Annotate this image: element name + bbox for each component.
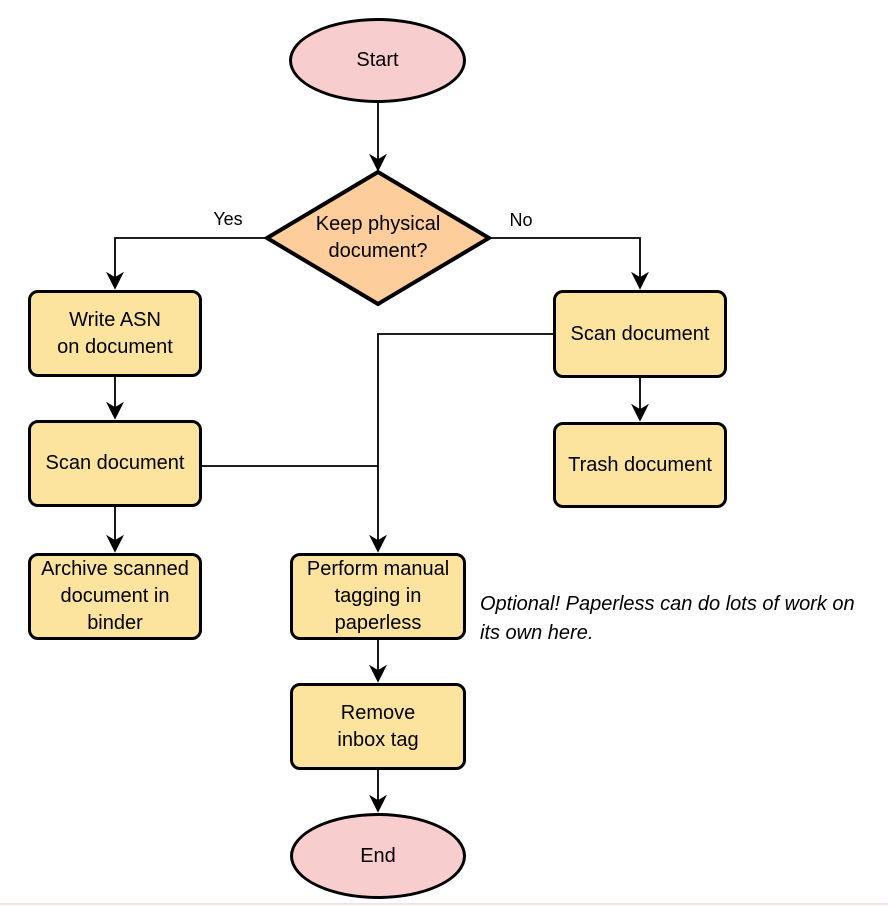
node-perform-label-line1: Perform manual (306, 558, 450, 580)
node-decision-label-line2: document? (328, 240, 428, 262)
node-archive-binder: Archive scanned document in binder (28, 553, 202, 640)
node-write-asn-label-line2: on document (57, 335, 173, 358)
optional-note: Optional! Paperless can do lots of work … (480, 590, 855, 648)
node-decision-label-line1: Keep physical (315, 213, 441, 235)
edge-decision-no (489, 237, 649, 290)
node-archive-label-line3: binder (87, 612, 143, 634)
optional-note-line2: its own here. (480, 622, 594, 644)
page-bottom-divider (0, 903, 888, 905)
node-remove-inbox-tag: Remove inbox tag (290, 683, 466, 770)
node-scan-document-left: Scan document (28, 420, 202, 507)
node-write-asn: Write ASN on document (28, 290, 202, 377)
node-start-label: Start (356, 49, 399, 71)
edge-label-yes: Yes (213, 209, 243, 229)
node-end-label: End (360, 844, 396, 867)
node-trash-document: Trash document (553, 422, 727, 508)
node-write-asn-label-line1: Write ASN (69, 308, 161, 331)
node-perform-label-line3: paperless (334, 612, 422, 634)
optional-note-line1: Optional! Paperless can do lots of work … (480, 593, 855, 615)
node-remove-label-line1: Remove (340, 701, 416, 724)
node-scan-right-label: Scan document (570, 322, 710, 345)
node-manual-tagging: Perform manual tagging in paperless (290, 553, 466, 640)
edge-scanright-to-perform (369, 333, 553, 553)
node-decision: Keep physical document? (267, 172, 489, 304)
node-scan-document-right: Scan document (553, 290, 727, 378)
edge-label-no: No (509, 210, 533, 230)
node-trash-label: Trash document (568, 453, 712, 476)
node-start: Start (289, 18, 466, 103)
decision-diamond-shape (263, 169, 493, 307)
node-scan-left-label: Scan document (45, 452, 185, 474)
node-perform-label-line2: tagging in (334, 585, 422, 607)
node-remove-label-line2: inbox tag (337, 728, 419, 751)
edge-decision-yes (106, 237, 267, 290)
node-archive-label-line2: document in (60, 585, 170, 607)
node-archive-label-line1: Archive scanned (41, 558, 189, 580)
node-end: End (290, 813, 466, 899)
